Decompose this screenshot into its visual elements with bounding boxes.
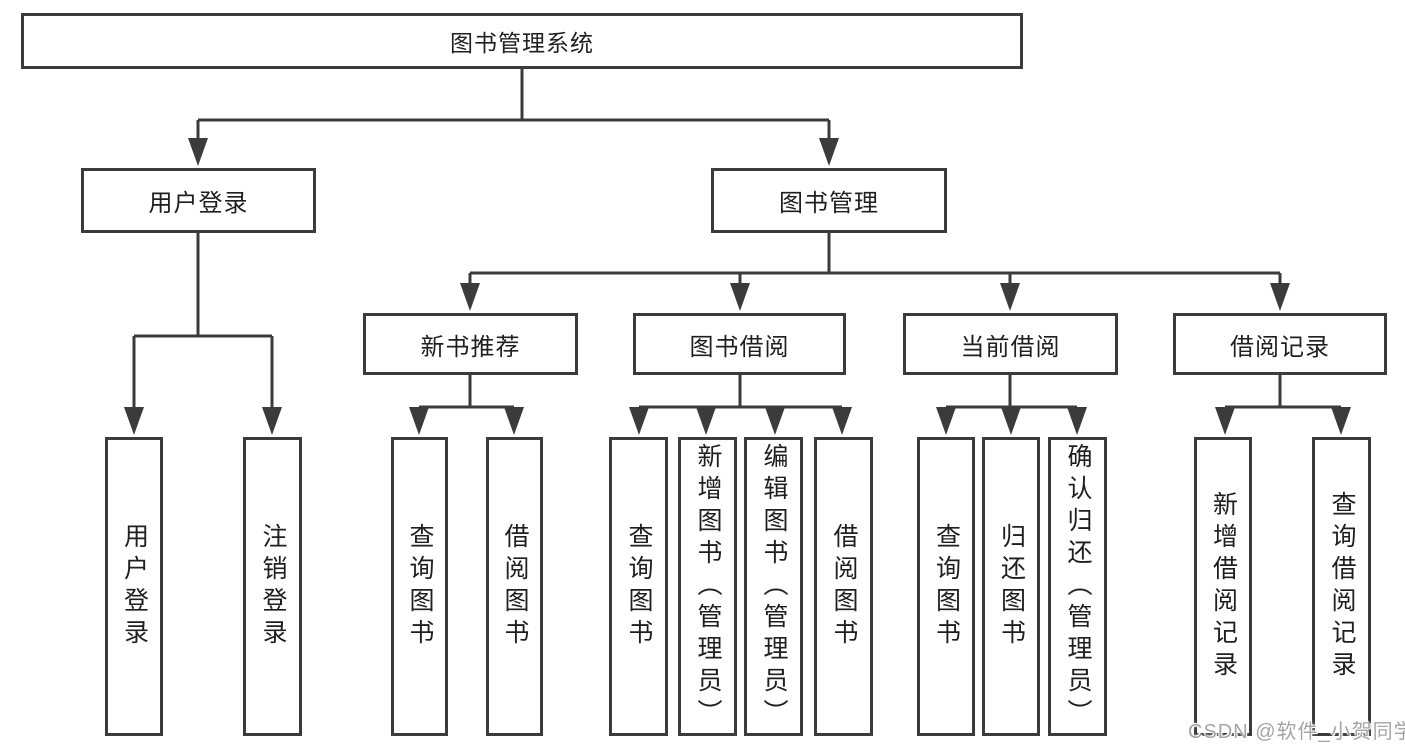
node-label: 图书借阅 bbox=[689, 333, 790, 361]
node-label: 图书管理 bbox=[779, 190, 879, 217]
node-borrow-records: 借阅记录 bbox=[1173, 313, 1387, 375]
node-label: 当前借阅 bbox=[960, 333, 1061, 361]
leaf-query-book-recommend: 查询图书 bbox=[391, 437, 448, 736]
node-label: 用户登录 bbox=[148, 190, 249, 217]
node-label: 借阅记录 bbox=[1230, 333, 1330, 361]
leaf-label: 用户登录 bbox=[120, 522, 149, 651]
node-book-borrow: 图书借阅 bbox=[633, 313, 846, 375]
leaf-edit-book-admin: 编辑图书（管理员） bbox=[744, 437, 803, 736]
leaf-add-book-admin: 新增图书（管理员） bbox=[678, 437, 737, 736]
watermark: CSDN @软件_小贺同学 bbox=[1188, 721, 1405, 743]
leaf-query-book-current: 查询图书 bbox=[917, 437, 975, 736]
node-library-management-system: 图书管理系统 bbox=[21, 13, 1023, 69]
node-book-management: 图书管理 bbox=[711, 168, 947, 233]
leaf-query-book-borrow: 查询图书 bbox=[609, 437, 668, 736]
leaf-return-book: 归还图书 bbox=[982, 437, 1040, 736]
leaf-label: 注销登录 bbox=[259, 522, 287, 651]
leaf-user-login: 用户登录 bbox=[105, 437, 163, 736]
leaf-label: 查询图书 bbox=[625, 522, 653, 651]
leaf-add-borrow-record: 新增借阅记录 bbox=[1194, 437, 1252, 736]
leaf-query-borrow-record: 查询借阅记录 bbox=[1312, 437, 1371, 736]
node-current-borrow: 当前借阅 bbox=[903, 313, 1118, 375]
node-label: 新书推荐 bbox=[420, 333, 521, 361]
leaf-borrow-book: 借阅图书 bbox=[814, 437, 873, 736]
leaf-logout-login: 注销登录 bbox=[243, 437, 302, 736]
leaf-label: 确认归还（管理员） bbox=[1064, 442, 1092, 731]
leaf-label: 查询借阅记录 bbox=[1328, 490, 1356, 683]
leaf-label: 新增图书（管理员） bbox=[694, 442, 722, 731]
leaf-label: 查询图书 bbox=[406, 522, 434, 651]
node-label: 图书管理系统 bbox=[450, 30, 594, 56]
node-new-book-recommend: 新书推荐 bbox=[363, 313, 578, 375]
leaf-label: 归还图书 bbox=[997, 522, 1026, 651]
leaf-confirm-return-admin: 确认归还（管理员） bbox=[1048, 437, 1107, 736]
node-user-login: 用户登录 bbox=[81, 168, 316, 233]
leaf-borrow-book-recommend: 借阅图书 bbox=[486, 437, 543, 736]
leaf-label: 借阅图书 bbox=[830, 522, 858, 651]
leaf-label: 查询图书 bbox=[932, 522, 961, 651]
leaf-label: 借阅图书 bbox=[501, 522, 529, 651]
leaf-label: 编辑图书（管理员） bbox=[760, 442, 788, 731]
leaf-label: 新增借阅记录 bbox=[1209, 490, 1238, 683]
